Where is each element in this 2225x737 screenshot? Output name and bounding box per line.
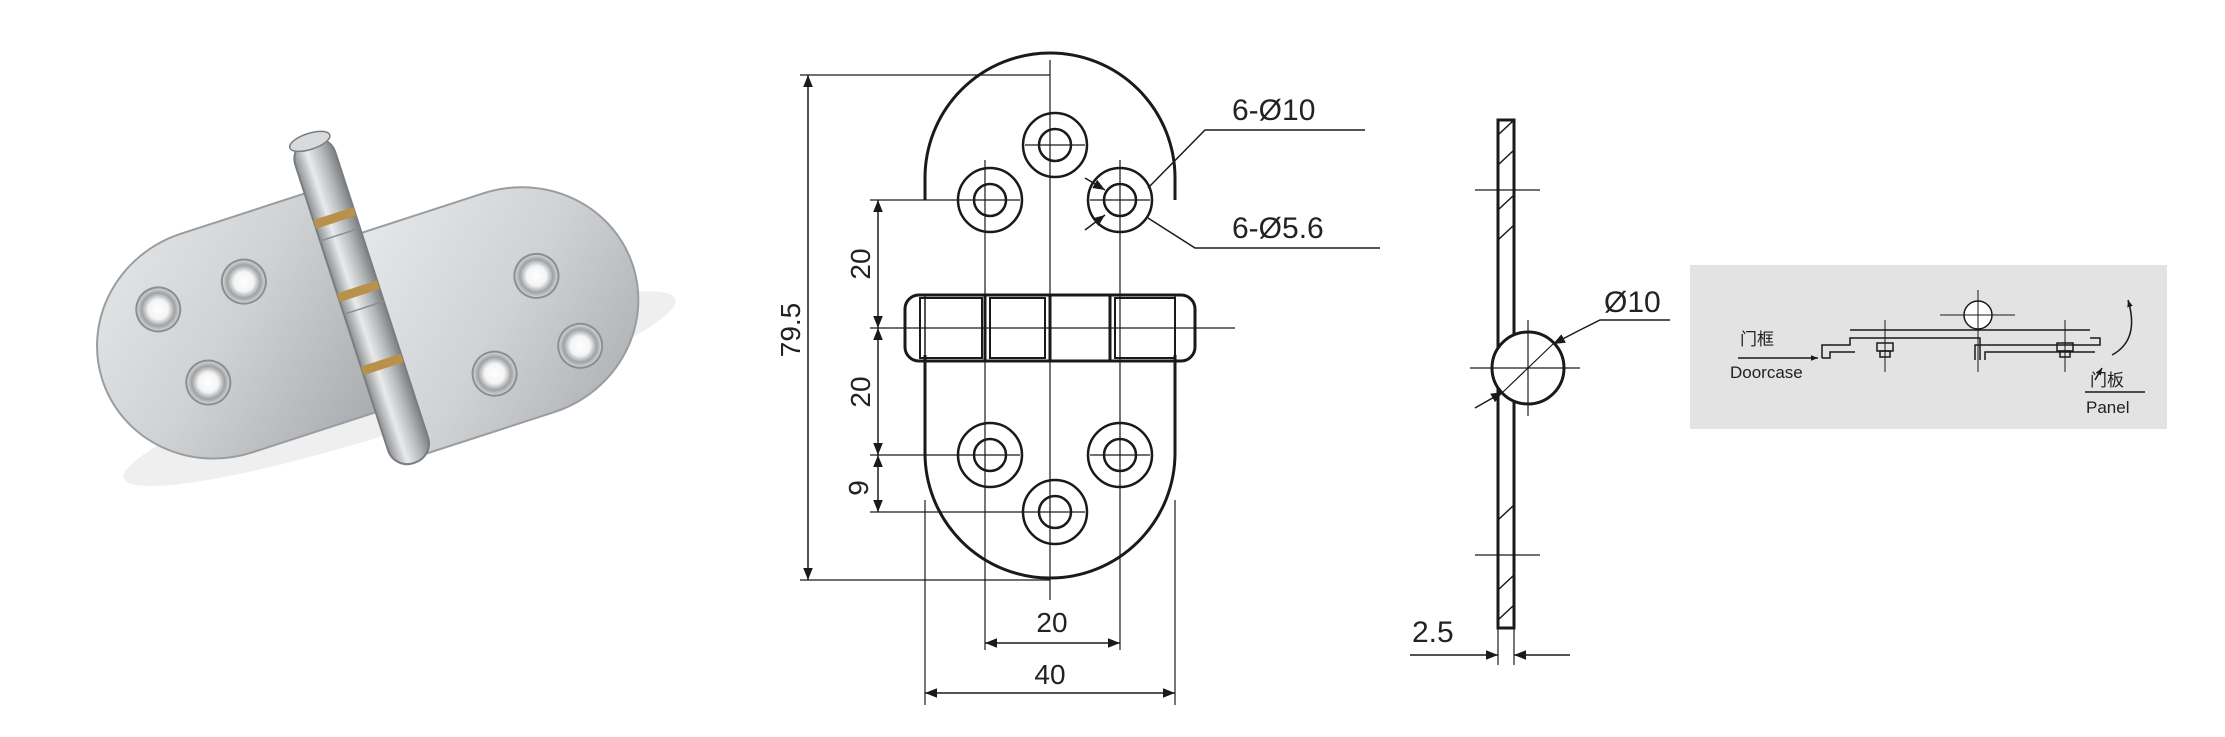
side-view-labels: 2.5 Ø10 (1412, 286, 1661, 649)
panel-profile (1974, 337, 2101, 360)
front-view-labels: 79.5 20 20 9 20 40 6-Ø10 6-Ø5.6 (775, 94, 1324, 690)
upper-pitch-dimension-label: 20 (845, 248, 876, 279)
photo-holes-left (135, 258, 267, 406)
edge-offset-dimension-label: 9 (843, 480, 874, 496)
countersink-callout-label: 6-Ø10 (1232, 94, 1315, 127)
lower-pitch-dimension-label: 20 (845, 376, 876, 407)
photo-left-leaf (95, 190, 382, 460)
doorcase-chinese-label: 门框 (1740, 330, 1774, 349)
install-diagram-panel: 门框 Doorcase 门板 Panel (1690, 265, 2167, 429)
photo-holes-right (471, 252, 604, 397)
side-view-hatching (1497, 119, 1515, 621)
side-view-dimension-lines (1410, 319, 1670, 660)
knuckle-diameter-label: Ø10 (1604, 286, 1661, 319)
side-view-centerlines (1470, 189, 1580, 665)
side-view (1410, 118, 1670, 665)
height-dimension-label: 79.5 (775, 303, 806, 358)
photo-right-leaf (353, 186, 640, 456)
front-view-extension-lines (800, 74, 1176, 705)
hole-pitch-dimension-label: 20 (1036, 607, 1067, 638)
install-diagram-background (1690, 265, 2167, 429)
doorcase-english-label: Doorcase (1730, 363, 1803, 382)
thickness-dimension-label: 2.5 (1412, 616, 1454, 649)
width-dimension-label: 40 (1034, 659, 1065, 690)
stainless-flag-hinge-photo-icon (95, 130, 676, 487)
through-hole-callout-label: 6-Ø5.6 (1232, 212, 1324, 245)
install-diagram-drawing (1738, 290, 2145, 393)
panel-english-label: Panel (2086, 398, 2129, 417)
front-view (800, 51, 1380, 705)
photo-knuckle (288, 130, 430, 466)
front-view-callout-leaders (1084, 129, 1380, 249)
panel-chinese-label: 门板 (2090, 371, 2124, 390)
front-view-centerlines (870, 60, 1235, 650)
front-view-dimension-lines (803, 75, 1175, 698)
